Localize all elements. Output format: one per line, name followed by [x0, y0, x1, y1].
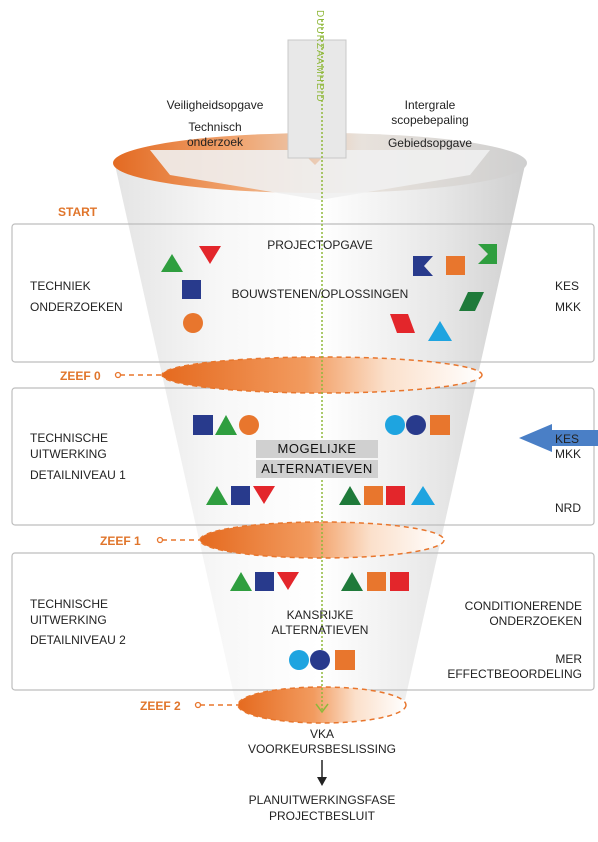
navy-circle-icon [310, 650, 330, 670]
duurzaamheid-tube [287, 39, 347, 159]
input-arrow [519, 424, 598, 452]
duurzaamheid-label: DUURZAAMHEID [314, 10, 325, 103]
navy-square-icon [193, 415, 213, 435]
green-triangle-icon [215, 415, 237, 435]
navy-chevron-icon [413, 256, 433, 276]
lightblue-circle-icon [385, 415, 405, 435]
orange-circle-icon [183, 313, 203, 333]
top-right-label-1a: Intergrale [404, 98, 456, 112]
effectbeoordeling-label: EFFECTBEOORDELING [447, 667, 582, 681]
lightblue-triangle-icon [411, 486, 435, 505]
orange-square-icon [364, 486, 383, 505]
green-triangle-icon [161, 254, 183, 272]
technische-label: TECHNISCHE [30, 431, 109, 445]
sieve-0 [161, 356, 483, 394]
sustainability-arrowhead [315, 703, 329, 714]
zeef1-label: ZEEF 1 [100, 534, 141, 548]
red-triangle-icon [253, 486, 275, 504]
mkk-label: MKK [555, 300, 582, 314]
navy-circle-icon [406, 415, 426, 435]
red-square-icon [390, 572, 409, 591]
red-square-icon [386, 486, 405, 505]
alternatieven-label-2: ALTERNATIEVEN [271, 623, 369, 637]
green-chevron-icon [478, 244, 497, 264]
top-left-label-2b: onderzoek [186, 135, 244, 149]
bouwstenen-label: BOUWSTENEN/OPLOSSINGEN [231, 287, 409, 301]
navy-square-icon [255, 572, 274, 591]
lightblue-circle-icon [289, 650, 309, 670]
mogelijke-highlight: MOGELIJKE [256, 440, 378, 458]
vka-label: VKA [309, 727, 334, 741]
lightblue-triangle-icon [428, 321, 452, 341]
funnel-top-inner [150, 150, 490, 200]
darkgreen-parallelogram-icon [459, 292, 484, 311]
voorkeursbeslissing-label: VOORKEURSBESLISSING [247, 742, 397, 756]
start-label: START [58, 205, 98, 219]
onderzoeken-label-2: ONDERZOEKEN [489, 614, 582, 628]
kes-label: KES [555, 279, 580, 293]
kansrijke-label: KANSRIJKE [286, 608, 354, 622]
mer-label: MER [555, 652, 582, 666]
navy-square-icon [182, 280, 201, 299]
projectopgave-label: PROJECTOPGAVE [267, 238, 373, 252]
mkk-label-2: MKK [555, 447, 582, 461]
zeef0-label: ZEEF 0 [60, 369, 101, 383]
darkgreen-triangle-icon [341, 572, 363, 591]
green-triangle-icon [206, 486, 228, 505]
darkgreen-triangle-icon [339, 486, 361, 505]
top-left-label-2a: Technisch [188, 120, 242, 134]
zeef2-label: ZEEF 2 [140, 699, 181, 713]
top-left-label-1: Veiligheidsopgave [166, 98, 264, 112]
projectbesluit-label: PROJECTBESLUIT [268, 809, 376, 823]
technische-label-2: TECHNISCHE [30, 597, 109, 611]
green-triangle-icon [230, 572, 252, 591]
nrd-label: NRD [555, 501, 581, 515]
conditionerende-label: CONDITIONERENDE [464, 599, 582, 613]
uitwerking-label: UITWERKING [30, 447, 107, 461]
orange-square-icon [335, 650, 355, 670]
detailniveau2-label: DETAILNIVEAU 2 [30, 633, 126, 647]
orange-square-icon [446, 256, 465, 275]
navy-square-icon [231, 486, 250, 505]
orange-square-icon [367, 572, 386, 591]
red-parallelogram-icon [390, 314, 415, 333]
top-right-label-2: Gebiedsopgave [387, 136, 473, 150]
orange-square-icon [430, 415, 450, 435]
funnel-body [115, 165, 525, 700]
detailniveau1-label: DETAILNIVEAU 1 [30, 468, 126, 482]
uitwerking-label-2: UITWERKING [30, 613, 107, 627]
red-triangle-icon [199, 246, 221, 264]
planuitwerkingsfase-label: PLANUITWERKINGSFASE [248, 793, 396, 807]
techniek-label: TECHNIEK [30, 279, 91, 293]
kes-label-2: KES [555, 432, 580, 446]
orange-circle-icon [239, 415, 259, 435]
alternatieven-highlight: ALTERNATIEVEN [256, 460, 378, 478]
red-triangle-icon [277, 572, 299, 590]
down-arrow-head [317, 777, 327, 786]
onderzoeken-label: ONDERZOEKEN [30, 300, 123, 314]
top-right-label-1b: scopebepaling [391, 113, 469, 127]
